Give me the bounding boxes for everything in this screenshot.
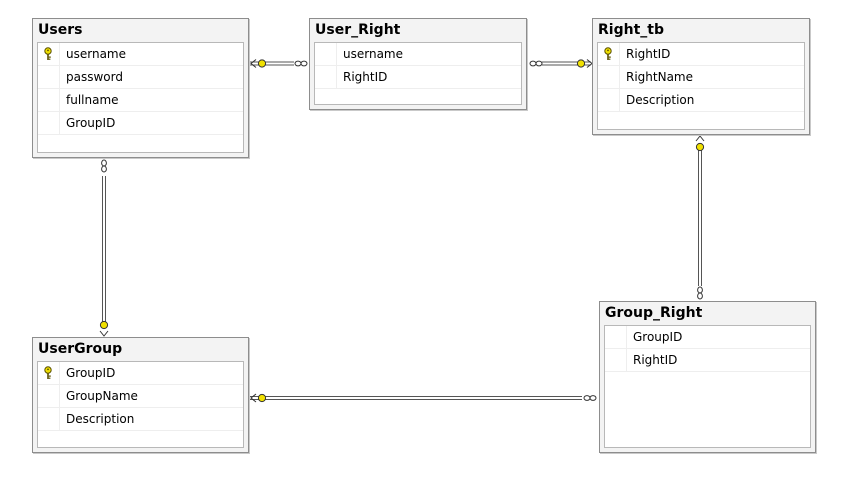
column-row[interactable]: fullname bbox=[38, 89, 243, 112]
column-grid: GroupID RightID bbox=[604, 325, 811, 448]
rel-usergroup-users[interactable] bbox=[99, 159, 109, 337]
key-end-icon bbox=[250, 393, 267, 403]
table-title: UserGroup bbox=[38, 341, 123, 357]
table-right-tb[interactable]: Right_tb RightID RightName bbox=[592, 18, 810, 135]
column-grid: username password fullname GroupID bbox=[37, 42, 244, 153]
column-name: Description bbox=[626, 93, 695, 107]
column-row[interactable]: username bbox=[38, 43, 243, 66]
table-title: Users bbox=[38, 22, 83, 38]
column-row[interactable]: password bbox=[38, 66, 243, 89]
rel-right-tb-user-right[interactable] bbox=[529, 59, 593, 68]
table-title: Right_tb bbox=[598, 22, 664, 38]
row-selector[interactable] bbox=[315, 66, 337, 88]
infinity-end-icon bbox=[294, 60, 308, 67]
key-icon bbox=[604, 47, 612, 60]
column-name: RightID bbox=[633, 353, 678, 367]
rel-usergroup-group-right[interactable] bbox=[249, 393, 597, 403]
infinity-end-icon bbox=[101, 159, 107, 173]
infinity-end-icon bbox=[583, 395, 597, 401]
infinity-end-icon bbox=[697, 286, 703, 300]
column-name: username bbox=[343, 47, 403, 61]
row-selector[interactable] bbox=[38, 385, 60, 407]
row-selector[interactable] bbox=[38, 362, 60, 384]
rel-users-user-right[interactable] bbox=[249, 59, 308, 68]
row-selector[interactable] bbox=[598, 43, 620, 65]
key-end-icon bbox=[99, 320, 109, 337]
column-name: password bbox=[66, 70, 123, 84]
row-selector[interactable] bbox=[38, 43, 60, 65]
column-row[interactable]: RightID bbox=[598, 43, 804, 66]
column-grid: username RightID bbox=[314, 42, 522, 105]
infinity-end-icon bbox=[529, 60, 543, 67]
column-name: GroupID bbox=[66, 366, 116, 380]
row-selector[interactable] bbox=[605, 349, 627, 371]
column-name: GroupID bbox=[66, 116, 116, 130]
table-users[interactable]: Users username password bbox=[32, 18, 249, 158]
table-group-right[interactable]: Group_Right GroupID RightID bbox=[599, 301, 816, 453]
column-grid: RightID RightName Description bbox=[597, 42, 805, 130]
key-icon bbox=[44, 47, 52, 60]
column-name: GroupName bbox=[66, 389, 138, 403]
table-title: User_Right bbox=[315, 22, 401, 38]
row-selector[interactable] bbox=[605, 326, 627, 348]
column-row[interactable]: RightName bbox=[598, 66, 804, 89]
row-selector[interactable] bbox=[598, 66, 620, 88]
table-usergroup[interactable]: UserGroup GroupID GroupName bbox=[32, 337, 249, 453]
column-name: username bbox=[66, 47, 126, 61]
column-name: RightName bbox=[626, 70, 694, 84]
column-row[interactable]: GroupID bbox=[605, 326, 810, 349]
row-selector[interactable] bbox=[598, 89, 620, 111]
key-end-icon bbox=[576, 59, 593, 68]
row-selector[interactable] bbox=[38, 89, 60, 111]
row-selector[interactable] bbox=[315, 43, 337, 65]
table-user-right[interactable]: User_Right username RightID bbox=[309, 18, 527, 110]
key-end-icon bbox=[250, 59, 267, 68]
column-row[interactable]: username bbox=[315, 43, 521, 66]
column-row[interactable]: RightID bbox=[605, 349, 810, 372]
column-name: fullname bbox=[66, 93, 119, 107]
column-row[interactable]: GroupName bbox=[38, 385, 243, 408]
column-name: RightID bbox=[343, 70, 388, 84]
column-name: RightID bbox=[626, 47, 671, 61]
column-row[interactable]: RightID bbox=[315, 66, 521, 89]
rel-right-tb-group-right[interactable] bbox=[695, 135, 705, 300]
key-icon bbox=[44, 366, 52, 379]
column-row[interactable]: Description bbox=[38, 408, 243, 431]
column-grid: GroupID GroupName Description bbox=[37, 361, 244, 448]
column-name: Description bbox=[66, 412, 135, 426]
row-selector[interactable] bbox=[38, 112, 60, 134]
row-selector[interactable] bbox=[38, 408, 60, 430]
column-row[interactable]: GroupID bbox=[38, 362, 243, 385]
row-selector[interactable] bbox=[38, 66, 60, 88]
table-title: Group_Right bbox=[605, 305, 703, 321]
column-row[interactable]: Description bbox=[598, 89, 804, 112]
column-name: GroupID bbox=[633, 330, 683, 344]
key-end-icon bbox=[695, 135, 705, 152]
column-row[interactable]: GroupID bbox=[38, 112, 243, 135]
